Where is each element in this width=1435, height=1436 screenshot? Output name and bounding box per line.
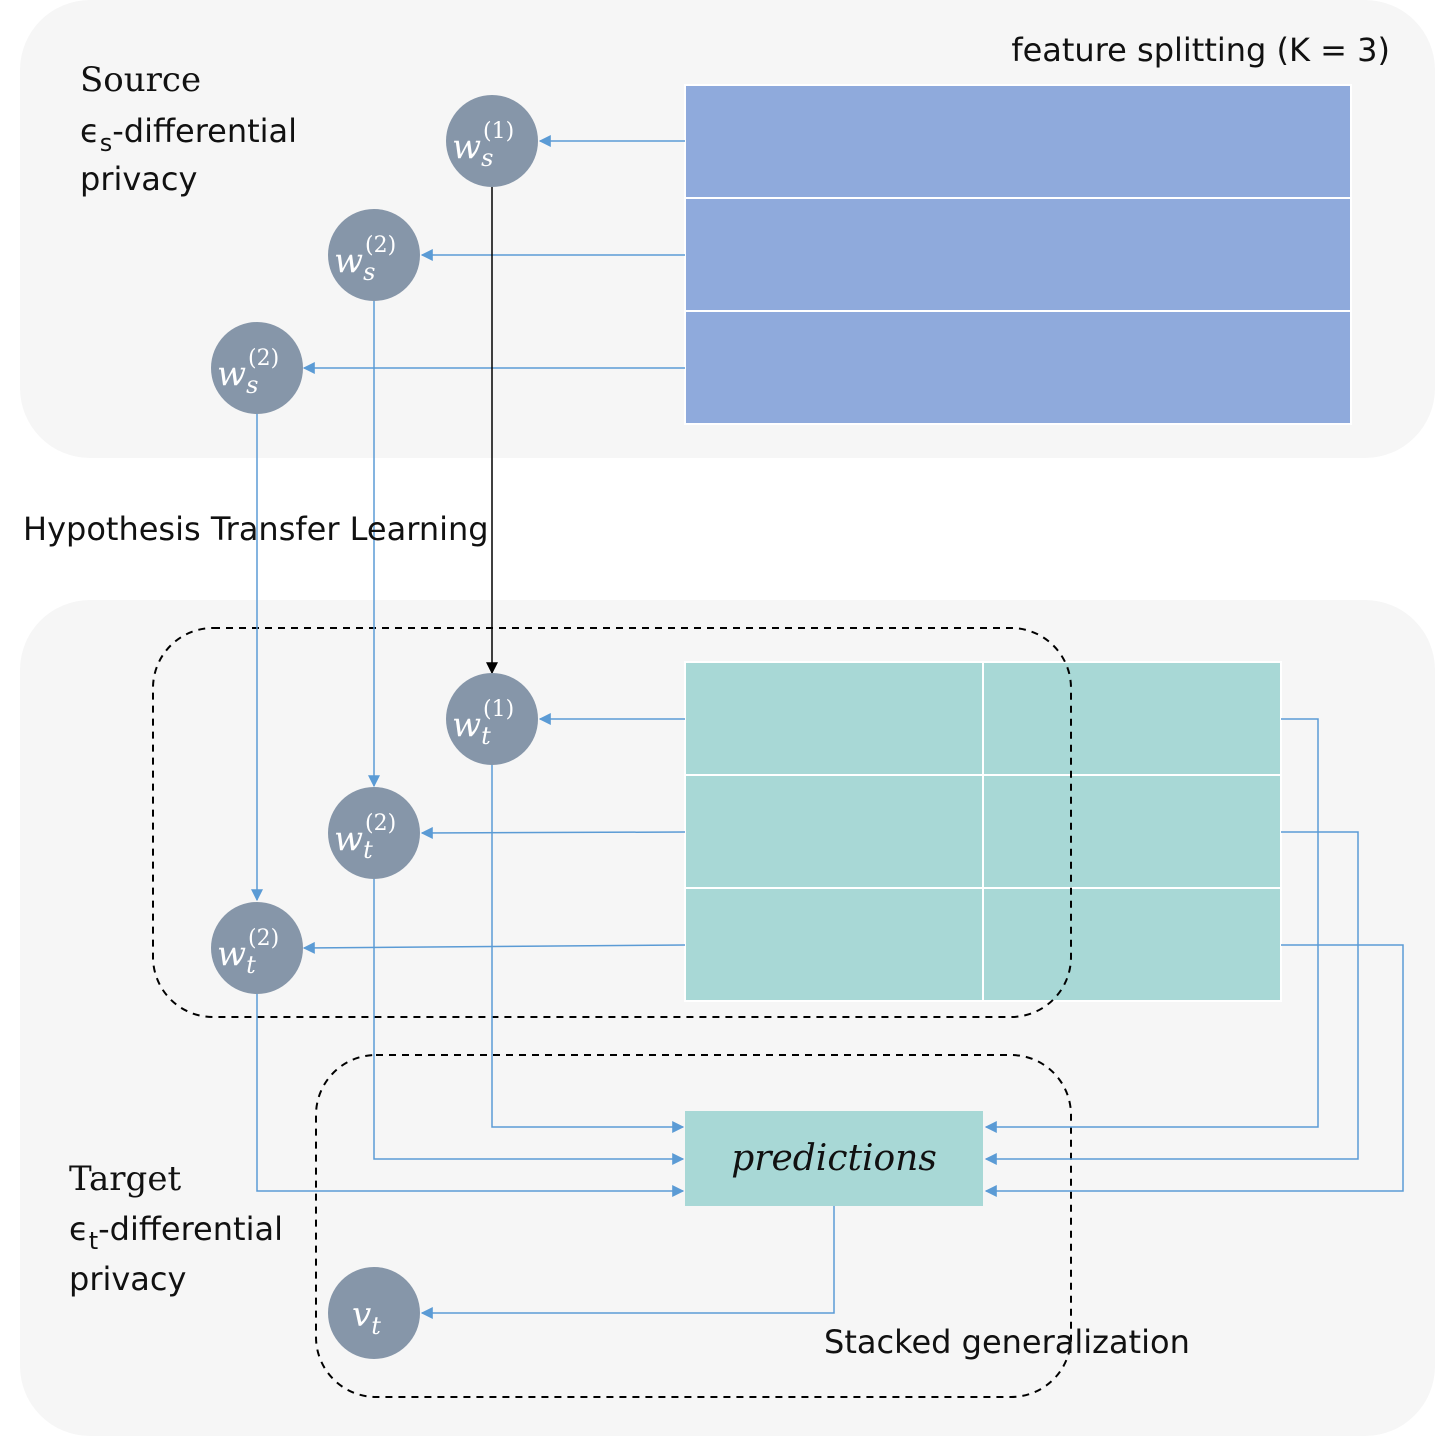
source-privacy-line2: privacy xyxy=(80,160,197,198)
node-sub: s xyxy=(246,371,258,399)
source-block-3 xyxy=(684,310,1352,425)
source-feature-blocks xyxy=(684,84,1352,425)
block-to-predictions-2 xyxy=(984,831,1359,1165)
node-main: w xyxy=(334,819,363,859)
source-privacy-suffix: -differential xyxy=(112,112,297,150)
target-feature-blocks xyxy=(684,661,1282,1002)
transfer-label: Hypothesis Transfer Learning xyxy=(23,510,489,548)
node-main: v xyxy=(352,1295,371,1335)
source-privacy-symbol: ϵ xyxy=(80,112,100,150)
target-privacy-symbol: ϵ xyxy=(69,1210,89,1248)
target-privacy-suffix: -differential xyxy=(98,1210,283,1248)
predictions-to-meta xyxy=(420,1206,835,1319)
node-main: w xyxy=(452,127,481,167)
target-node-3: wt (2) xyxy=(211,902,303,994)
node-sub: t xyxy=(371,1312,381,1340)
svg-text:ws: ws xyxy=(217,354,258,399)
svg-text:wt: wt xyxy=(217,934,256,979)
source-node-1: ws (1) xyxy=(446,95,538,187)
node-sup: (1) xyxy=(483,119,514,144)
svg-text:ws: ws xyxy=(452,127,493,172)
stacked-generalization-group xyxy=(315,1054,1072,1398)
node-sup: (1) xyxy=(483,697,514,722)
predictions-label: predictions xyxy=(731,1138,937,1179)
node-sup: (2) xyxy=(365,811,396,836)
svg-text:ws: ws xyxy=(334,241,375,286)
node-sub: t xyxy=(246,951,256,979)
node-sup: (2) xyxy=(248,926,279,951)
target-block-1-right xyxy=(982,661,1282,776)
target-privacy-subscript: t xyxy=(89,1227,98,1255)
target-block-3-left xyxy=(684,887,984,1002)
target-block-3-right xyxy=(982,887,1282,1002)
source-node-2: ws (2) xyxy=(328,209,420,301)
node-sub: t xyxy=(363,836,373,864)
svg-text:wt: wt xyxy=(334,819,373,864)
node-main: w xyxy=(217,934,246,974)
node-sup: (2) xyxy=(365,233,396,258)
feature-splitting-label: feature splitting (K = 3) xyxy=(1011,31,1390,69)
source-privacy-subscript: s xyxy=(100,129,113,157)
hypothesis-transfer-group xyxy=(152,627,1072,1018)
node-sub: s xyxy=(363,258,375,286)
target-block-2-right xyxy=(982,774,1282,889)
source-title: Source xyxy=(80,60,201,100)
block-to-predictions-1 xyxy=(984,718,1319,1133)
node-sup: (2) xyxy=(248,346,279,371)
target-title: Target xyxy=(69,1159,181,1199)
node-main: w xyxy=(217,354,246,394)
target-privacy-line2: privacy xyxy=(69,1260,186,1298)
svg-text:wt: wt xyxy=(452,705,491,750)
node-to-predictions-2 xyxy=(373,879,685,1165)
svg-text:vt: vt xyxy=(352,1295,381,1340)
node-sub: t xyxy=(481,722,491,750)
stacked-label: Stacked generalization xyxy=(824,1323,1190,1361)
node-sub: s xyxy=(481,144,493,172)
target-block-2-left xyxy=(684,774,984,889)
target-node-2: wt (2) xyxy=(328,787,420,879)
source-block-2 xyxy=(684,197,1352,312)
node-to-predictions-1 xyxy=(491,765,685,1133)
connector-target-2 xyxy=(420,826,686,839)
node-to-predictions-3 xyxy=(256,994,685,1197)
meta-node: vt xyxy=(328,1267,420,1359)
node-main: w xyxy=(334,241,363,281)
source-privacy-line1: ϵs-differential xyxy=(80,112,297,157)
target-privacy-line1: ϵt-differential xyxy=(69,1210,283,1255)
target-block-1-left xyxy=(684,661,984,776)
source-node-3: ws (2) xyxy=(211,322,303,414)
predictions-box xyxy=(685,1111,983,1206)
target-node-1: wt (1) xyxy=(446,673,538,765)
source-block-1 xyxy=(684,84,1352,199)
block-to-predictions-3 xyxy=(984,944,1404,1197)
connector-target-3 xyxy=(302,941,686,954)
node-main: w xyxy=(452,705,481,745)
